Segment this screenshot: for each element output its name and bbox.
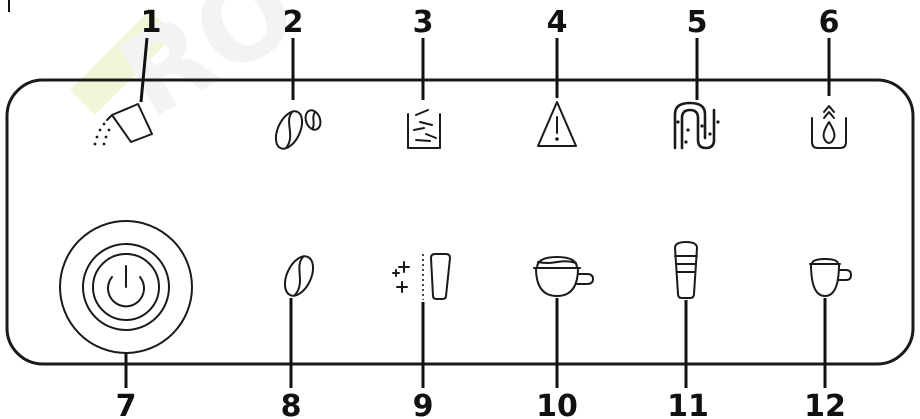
callout-9: 9 <box>413 389 434 419</box>
water-tank-icon <box>811 105 847 149</box>
coffee-bean-icon <box>283 255 315 297</box>
callout-6: 6 <box>819 5 840 40</box>
water-circuit-icon <box>673 101 720 150</box>
callout-11: 11 <box>667 389 709 419</box>
latte-macchiato-icon <box>674 241 698 299</box>
callout-3: 3 <box>413 5 434 40</box>
callout-10: 10 <box>536 389 578 419</box>
descaling-icon <box>93 103 153 146</box>
callout-7: 7 <box>116 389 137 419</box>
callout-5: 5 <box>687 5 708 40</box>
warning-icon <box>537 101 577 147</box>
callout-1: 1 <box>141 5 162 40</box>
hot-water-cleaning-icon <box>392 253 451 300</box>
power-button[interactable] <box>59 220 193 354</box>
beans-icon <box>274 109 322 150</box>
panel-outline <box>5 78 915 366</box>
espresso-button[interactable] <box>809 258 852 297</box>
coffee-bean-button[interactable] <box>279 252 319 300</box>
callout-12: 12 <box>804 389 846 419</box>
espresso-icon <box>809 258 852 297</box>
latte-macchiato-button[interactable] <box>674 241 698 299</box>
hot-water-button[interactable] <box>392 253 451 300</box>
callout-8: 8 <box>281 389 302 419</box>
cappuccino-button[interactable] <box>533 256 594 297</box>
callout-2: 2 <box>283 5 304 40</box>
cappuccino-icon <box>533 256 594 297</box>
grounds-container-icon <box>407 109 441 149</box>
callout-4: 4 <box>547 5 568 40</box>
power-icon <box>107 265 145 308</box>
leader-1 <box>139 37 149 103</box>
